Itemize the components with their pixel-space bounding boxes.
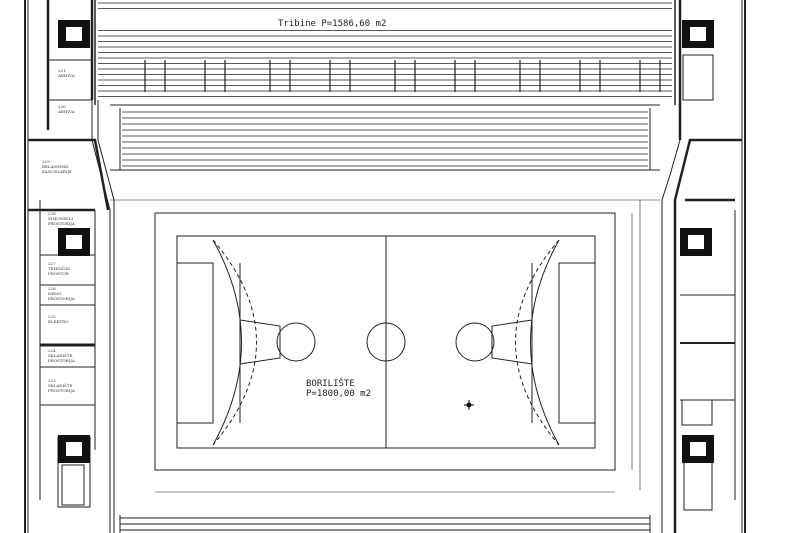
room-num: 225: [48, 314, 56, 319]
room-name2: PROSTORIJA: [48, 358, 75, 363]
room-num: 227: [48, 261, 56, 266]
stands-top: [94, 0, 676, 171]
room-name: SKLADIŠTE: [48, 353, 72, 358]
room-name2: PROSTORIJA: [48, 221, 75, 226]
stands-label: Tribine P=1586,60 m2: [278, 19, 386, 29]
room-name: DEMO: [48, 291, 62, 296]
right-wing: [661, 0, 746, 533]
court-label: BORILIŠTE: [306, 377, 355, 389]
level-marker-icon: [464, 400, 474, 410]
room-num: 230: [58, 104, 66, 109]
room-num: 229: [42, 159, 50, 164]
room-labels: 231ARHIVA230ARHIVA229BELASINSKIKANCELARI…: [42, 68, 75, 393]
dimension-lines: [110, 199, 660, 493]
room-num: 224: [48, 348, 56, 353]
room-num: 228: [48, 211, 56, 216]
room-name2: PROSTORIJA: [48, 388, 75, 393]
room-name2: PROSTORIJA: [48, 296, 75, 301]
room-name: BELASINSKI: [42, 164, 69, 169]
room-name: SKLADIŠTE: [48, 383, 72, 388]
columns: [58, 20, 714, 463]
room-name: TEHNIČKI: [48, 266, 70, 271]
room-name2: KANCELARIJE: [42, 169, 72, 174]
room-num: 231: [58, 68, 66, 73]
room-name2: PROSTOR: [48, 271, 70, 276]
room-num: 223: [48, 378, 56, 383]
room-name: ELEKTRO: [48, 319, 69, 324]
left-wing: [24, 0, 115, 533]
room-name: ARHIVA: [57, 109, 75, 114]
room-name: SIMONELLI: [48, 216, 73, 221]
court-area-label: P=1800,00 m2: [306, 389, 371, 399]
stands-bottom: [119, 515, 651, 533]
room-name: ARHIVA: [57, 73, 75, 78]
court: [154, 212, 616, 471]
room-num: 226: [48, 286, 56, 291]
